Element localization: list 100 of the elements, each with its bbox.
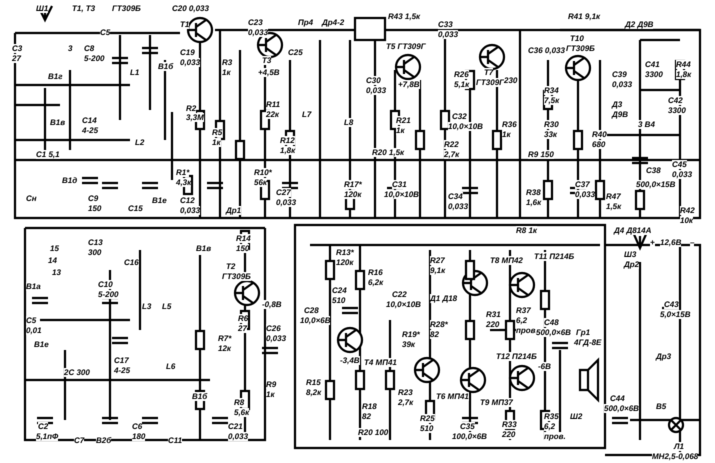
- part-label: 27: [12, 54, 21, 63]
- part-label: R42: [680, 206, 695, 215]
- part-label: R6: [238, 314, 248, 323]
- part-label: Др3: [656, 352, 672, 361]
- part-label: 10,0×10В: [384, 190, 419, 199]
- part-label: С22: [392, 290, 407, 299]
- part-label: 2,7к: [398, 398, 414, 407]
- part-label: С21: [228, 422, 243, 431]
- part-label: Д2 Д9В: [625, 20, 654, 29]
- part-label: 1к: [502, 130, 511, 139]
- part-label: 500,0×15В: [636, 180, 676, 189]
- part-label: 0,033: [438, 30, 458, 39]
- part-label: 1,5к: [606, 202, 622, 211]
- part-label: Д9В: [612, 110, 628, 119]
- part-label: Сн: [26, 194, 37, 203]
- part-label: R25: [420, 414, 435, 423]
- part-label: С3: [12, 44, 22, 53]
- part-label: В1д: [62, 176, 78, 185]
- part-label: С11: [168, 436, 182, 445]
- part-label: 3300: [645, 70, 663, 79]
- part-label: Др1: [226, 206, 242, 215]
- part-label: С8: [84, 44, 94, 53]
- part-label: 14: [48, 256, 57, 265]
- part-label: С12: [180, 196, 195, 205]
- part-label: С20 0,033: [172, 4, 209, 13]
- part-label: Т3: [262, 56, 272, 65]
- part-label: 2,7к: [444, 150, 460, 159]
- part-label: 300: [88, 248, 102, 257]
- part-label: 0,033: [366, 86, 386, 95]
- part-label: Ш2: [570, 412, 582, 421]
- part-label: Др4-2: [322, 18, 344, 27]
- part-label: В1е: [152, 196, 167, 205]
- part-label: 120к: [344, 190, 362, 199]
- part-label: С38: [646, 166, 661, 175]
- part-label: В1в: [196, 244, 212, 253]
- part-label: 3 В4: [638, 120, 655, 129]
- part-label: 1,6к: [526, 198, 542, 207]
- part-label: 4ГД-8Е: [574, 338, 602, 347]
- part-label: Д4 Д814А: [614, 226, 652, 235]
- part-label: 3300: [668, 106, 686, 115]
- part-label: Т1: [180, 20, 190, 29]
- part-label: 12,6В: [660, 238, 682, 247]
- part-label: 15: [50, 244, 59, 253]
- part-label: R19*: [402, 330, 420, 339]
- part-label: 1к: [212, 138, 221, 147]
- part-label: С36 0,033: [528, 46, 565, 55]
- part-label: 220: [502, 430, 516, 439]
- part-label: 6,2к: [368, 278, 384, 287]
- part-label: -6В: [538, 362, 551, 371]
- part-label: R16: [368, 268, 383, 277]
- part-label: L1: [130, 68, 140, 77]
- part-label: Гр1: [576, 328, 590, 337]
- part-label: 510: [332, 296, 346, 305]
- part-label: 13: [52, 268, 61, 277]
- part-label: В1е: [34, 340, 49, 349]
- part-label: Л1: [674, 442, 684, 451]
- part-label: Т2: [226, 262, 236, 271]
- part-label: L7: [302, 110, 312, 119]
- part-label: R7*: [218, 334, 232, 343]
- part-label: R18: [362, 402, 377, 411]
- part-label: 10,0×6В: [300, 316, 330, 325]
- part-label: С1 5,1: [36, 150, 60, 159]
- part-label: Ш3: [624, 250, 636, 259]
- part-label: С41: [645, 60, 660, 69]
- part-label: R8: [234, 398, 244, 407]
- part-label: Ш1: [36, 4, 48, 13]
- part-label: R9 150: [528, 150, 554, 159]
- part-label: 0,033: [180, 58, 200, 67]
- part-label: R20 100: [358, 428, 388, 437]
- part-label: 82: [430, 330, 439, 339]
- part-label: R14: [236, 234, 251, 243]
- part-label: Т4 МП41: [364, 358, 397, 367]
- part-label: 10,0×10В: [386, 300, 421, 309]
- part-label: R11: [266, 100, 280, 109]
- part-label: Т11 П214Б: [534, 252, 574, 261]
- part-label: 0,033: [448, 202, 468, 211]
- part-label: Д3: [612, 100, 622, 109]
- part-label: 3: [68, 44, 72, 53]
- part-label: R44: [676, 60, 691, 69]
- part-label: R3: [222, 58, 232, 67]
- part-label: 0,01: [26, 326, 42, 335]
- part-label: С35: [460, 422, 475, 431]
- part-label: R36: [502, 120, 517, 129]
- part-label: 39к: [402, 340, 415, 349]
- part-label: R23: [398, 388, 413, 397]
- part-label: 500,0×6В: [604, 404, 639, 413]
- part-label: R37: [516, 306, 531, 315]
- part-label: Т7: [484, 68, 494, 77]
- part-label: R40: [592, 130, 607, 139]
- part-label: 1к: [266, 390, 275, 399]
- part-label: R26: [454, 70, 469, 79]
- part-label: С5: [26, 316, 36, 325]
- part-label: R31: [486, 310, 501, 319]
- part-label: ГТ309Б: [112, 4, 141, 13]
- part-label: В1г: [48, 72, 62, 81]
- part-label: 120к: [336, 258, 354, 267]
- part-label: 82: [362, 412, 371, 421]
- part-label: L3: [142, 302, 152, 311]
- part-label: L8: [344, 118, 354, 127]
- part-label: С6: [132, 422, 142, 431]
